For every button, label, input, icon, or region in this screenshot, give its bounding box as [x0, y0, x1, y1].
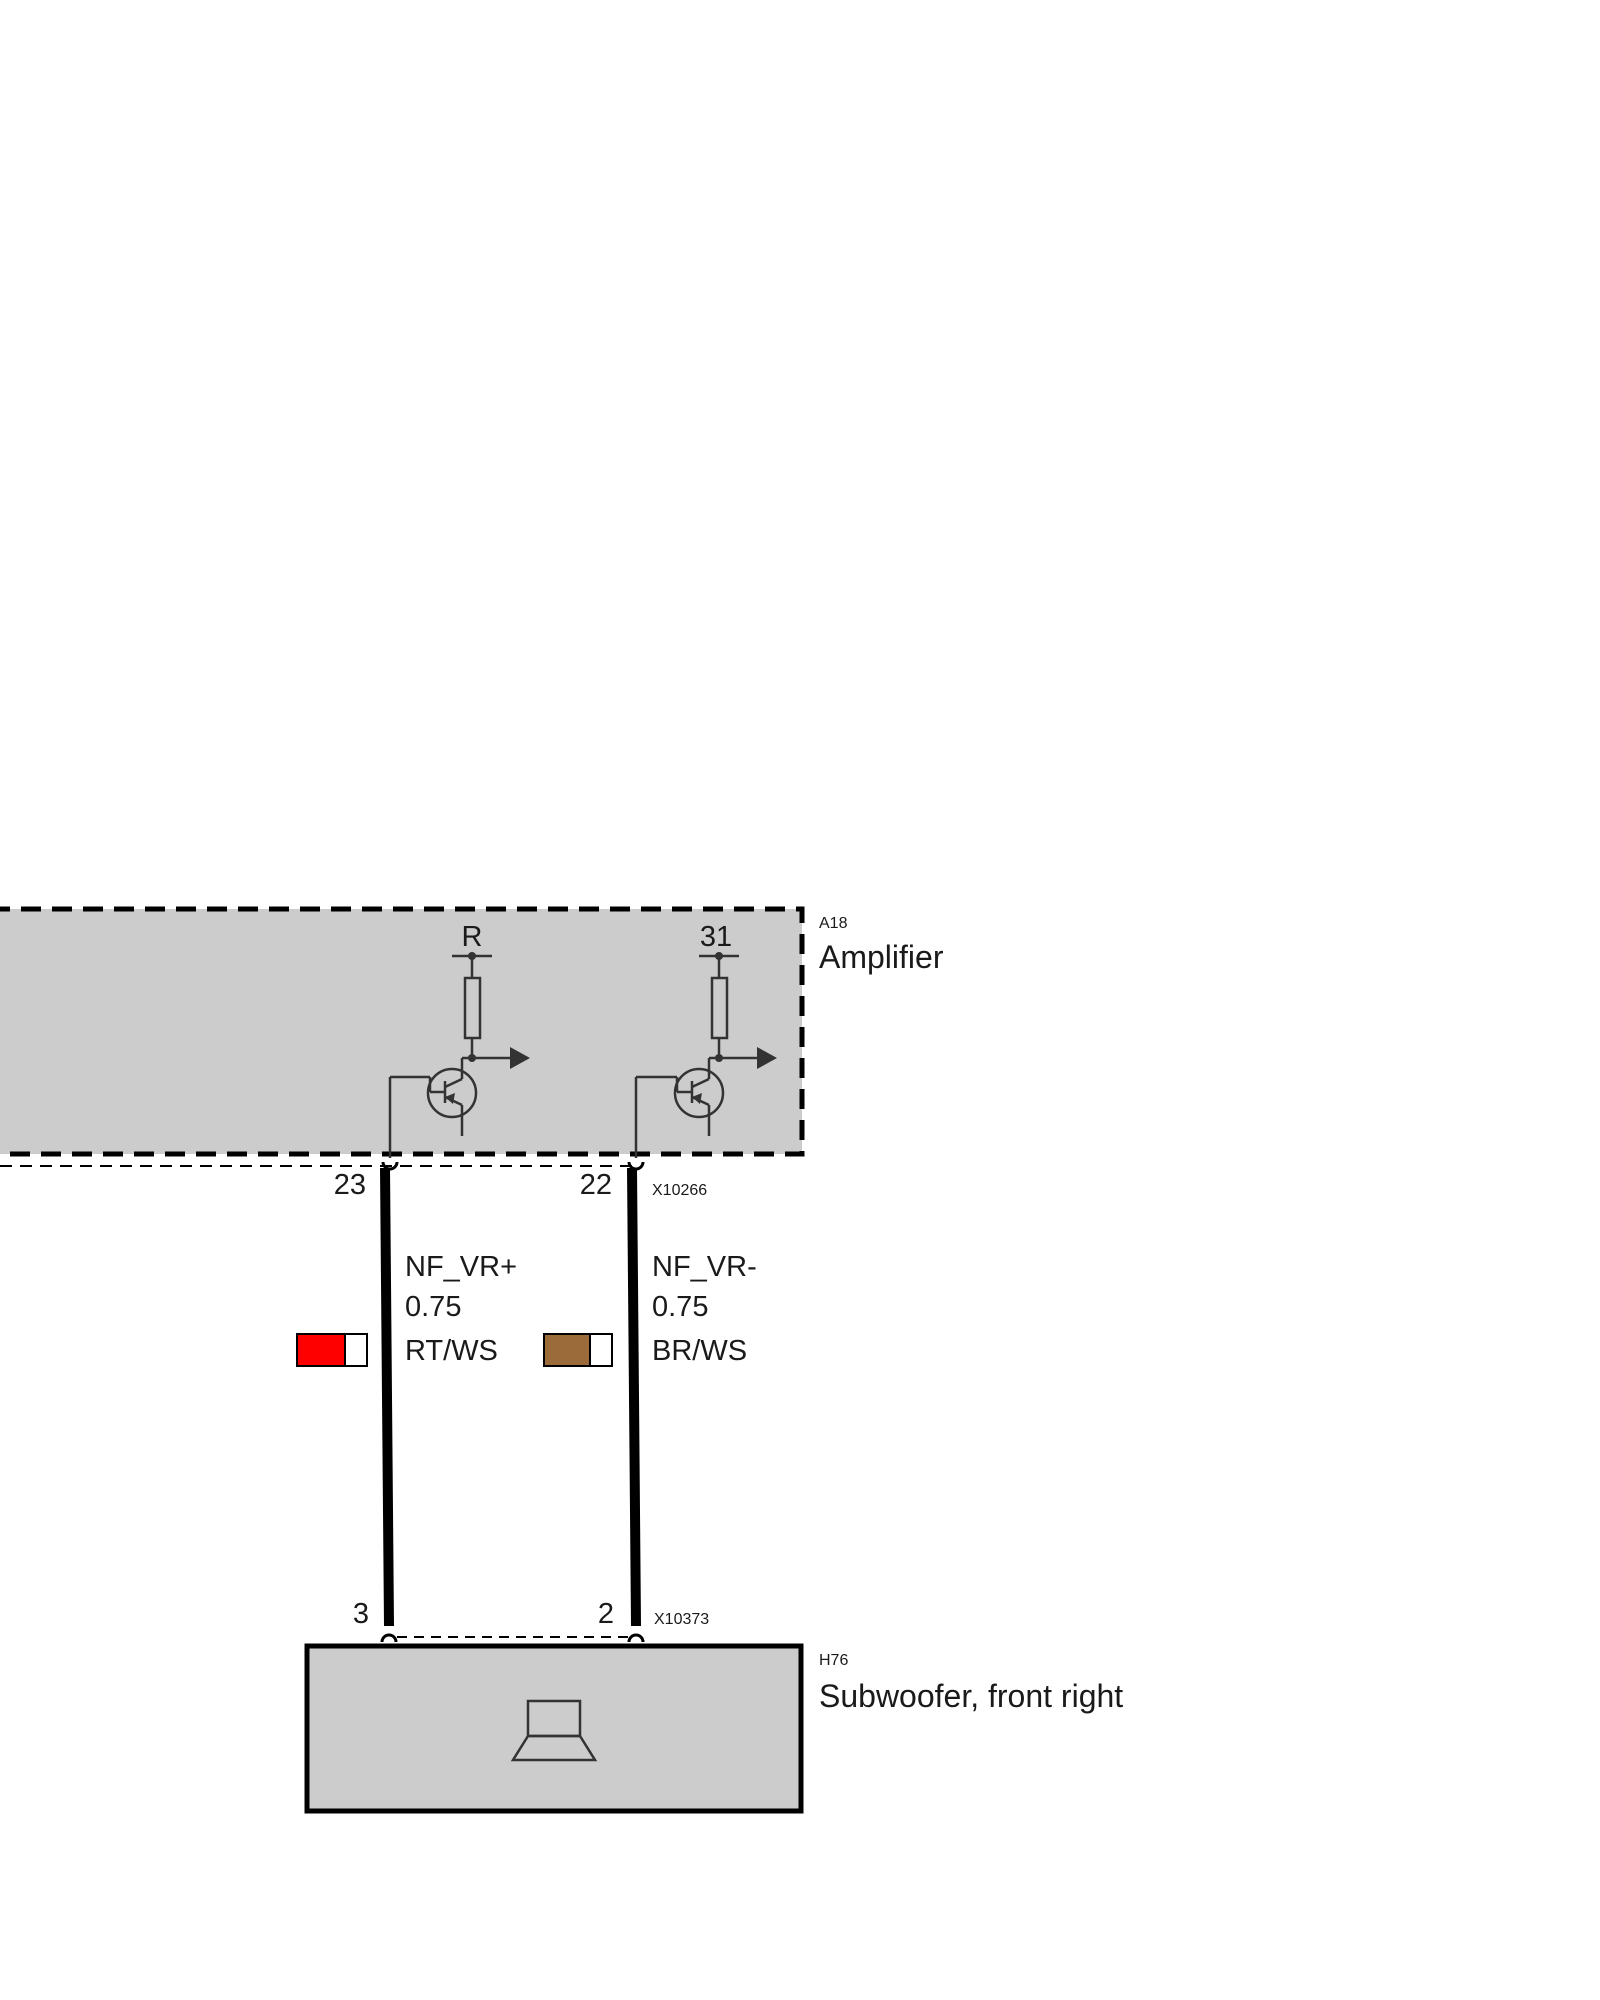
wire-1-signal: NF_VR+ [405, 1251, 517, 1283]
wire-1-size: 0.75 [405, 1291, 461, 1323]
subwoofer-name: Subwoofer, front right [819, 1678, 1123, 1714]
speaker-icon [510, 1699, 598, 1762]
supply-label-r: R [462, 921, 483, 953]
pin-number-23: 23 [334, 1169, 366, 1201]
pin-number-22: 22 [580, 1169, 612, 1201]
subwoofer-pin-2[interactable]: 2 [598, 1598, 645, 1643]
output-stage-1-junctions [445, 952, 530, 1104]
subwoofer-component[interactable] [304, 1643, 804, 1814]
wire-2-size: 0.75 [652, 1291, 708, 1323]
subwoofer-box [304, 1643, 804, 1814]
subwoofer-connector-id: X10373 [654, 1611, 709, 1628]
wire-nf-vr-plus[interactable] [380, 1167, 394, 1627]
wire-2-color-code: BR/WS [652, 1335, 747, 1367]
amplifier-pin-23[interactable]: 23 [334, 1161, 399, 1201]
subwoofer-id: H76 [819, 1652, 848, 1669]
wire-nf-vr-minus[interactable] [627, 1167, 641, 1627]
pin-number-3: 3 [353, 1598, 369, 1630]
wire-1-color-code: RT/WS [405, 1335, 498, 1367]
amplifier-name: Amplifier [819, 939, 944, 975]
amplifier-component[interactable]: R 31 [0, 906, 805, 1167]
supply-label-31: 31 [700, 921, 732, 953]
wire-2-color-swatch [543, 1333, 613, 1367]
amplifier-id: A18 [819, 915, 848, 932]
amplifier-pin-22[interactable]: 22 [580, 1161, 645, 1201]
amplifier-connector-id: X10266 [652, 1182, 707, 1199]
subwoofer-pin-3[interactable]: 3 [353, 1598, 398, 1643]
amplifier-box [0, 906, 805, 1157]
output-transistor-stage-1 [388, 954, 510, 1158]
output-stage-2-junctions [692, 952, 777, 1104]
wire-2-signal: NF_VR- [652, 1251, 757, 1283]
pin-number-2: 2 [598, 1598, 614, 1630]
wire-1-color-swatch [296, 1333, 368, 1367]
